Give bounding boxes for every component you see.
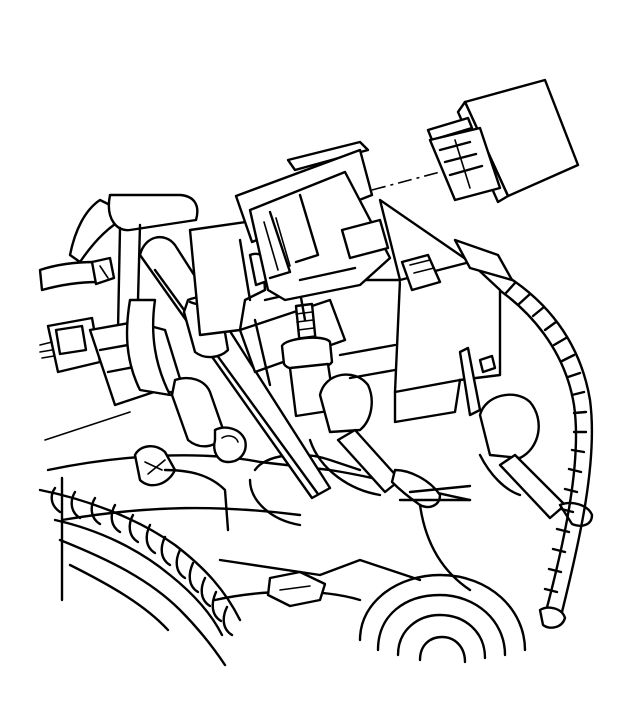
main-connector <box>234 140 392 302</box>
module-bracket <box>338 198 514 424</box>
pulley-boss <box>358 573 527 664</box>
alignment-line <box>371 171 441 191</box>
corrugated-harness-left <box>38 486 242 667</box>
intake-duct-left <box>38 193 199 332</box>
relay-module <box>426 78 580 204</box>
corrugated-harness-right <box>490 273 594 629</box>
spark-plug-boots <box>308 373 594 592</box>
fuel-line-tube <box>125 298 247 532</box>
leader-line-left <box>44 411 131 441</box>
